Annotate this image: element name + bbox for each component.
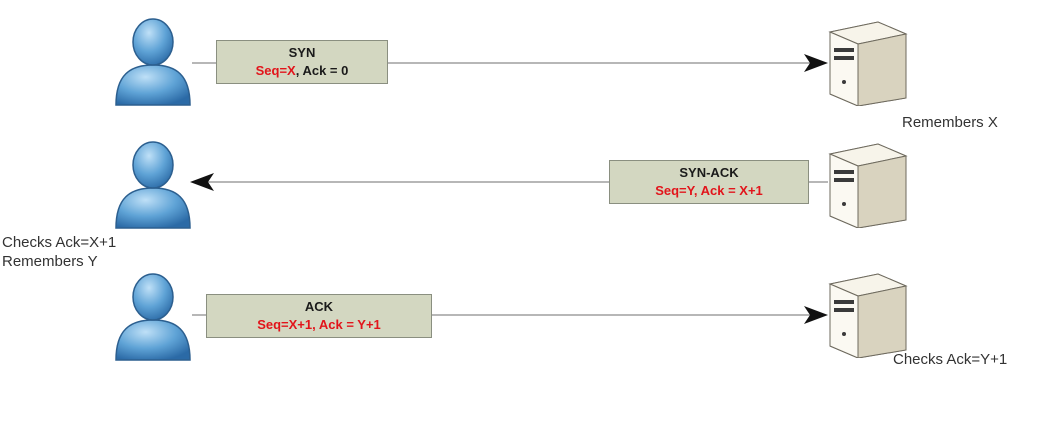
ack-detail: Seq=X+1, Ack = Y+1: [207, 316, 431, 334]
ack-label: ACK Seq=X+1, Ack = Y+1: [206, 294, 432, 338]
synack-seq: Seq=Y, Ack = X+1: [655, 183, 763, 198]
syn-detail: Seq=X, Ack = 0: [217, 62, 387, 80]
client-note-checks: Checks Ack=X+1: [2, 234, 117, 251]
ack-seq: Seq=X+1, Ack = Y+1: [257, 317, 381, 332]
syn-title: SYN: [288, 45, 316, 60]
syn-arrowhead: [804, 54, 828, 72]
user-icon: [115, 18, 191, 106]
ack-arrowhead: [804, 306, 828, 324]
synack-arrowhead: [190, 173, 214, 191]
synack-detail: Seq=Y, Ack = X+1: [610, 182, 808, 200]
client-note-remembers-y: Remembers Y: [2, 253, 98, 270]
user-icon: [115, 141, 191, 229]
syn-seq: Seq=X: [255, 63, 296, 78]
synack-title: SYN-ACK: [679, 165, 739, 180]
ack-title: ACK: [304, 299, 334, 314]
server-note-remembers-x: Remembers X: [902, 114, 998, 131]
server-note-checks: Checks Ack=Y+1: [893, 351, 1008, 368]
user-icon: [115, 273, 191, 361]
synack-label: SYN-ACK Seq=Y, Ack = X+1: [609, 160, 809, 204]
server-icon: [828, 143, 908, 228]
server-icon: [828, 273, 908, 358]
syn-label: SYN Seq=X, Ack = 0: [216, 40, 388, 84]
server-icon: [828, 21, 908, 106]
syn-ack: , Ack = 0: [295, 63, 349, 78]
